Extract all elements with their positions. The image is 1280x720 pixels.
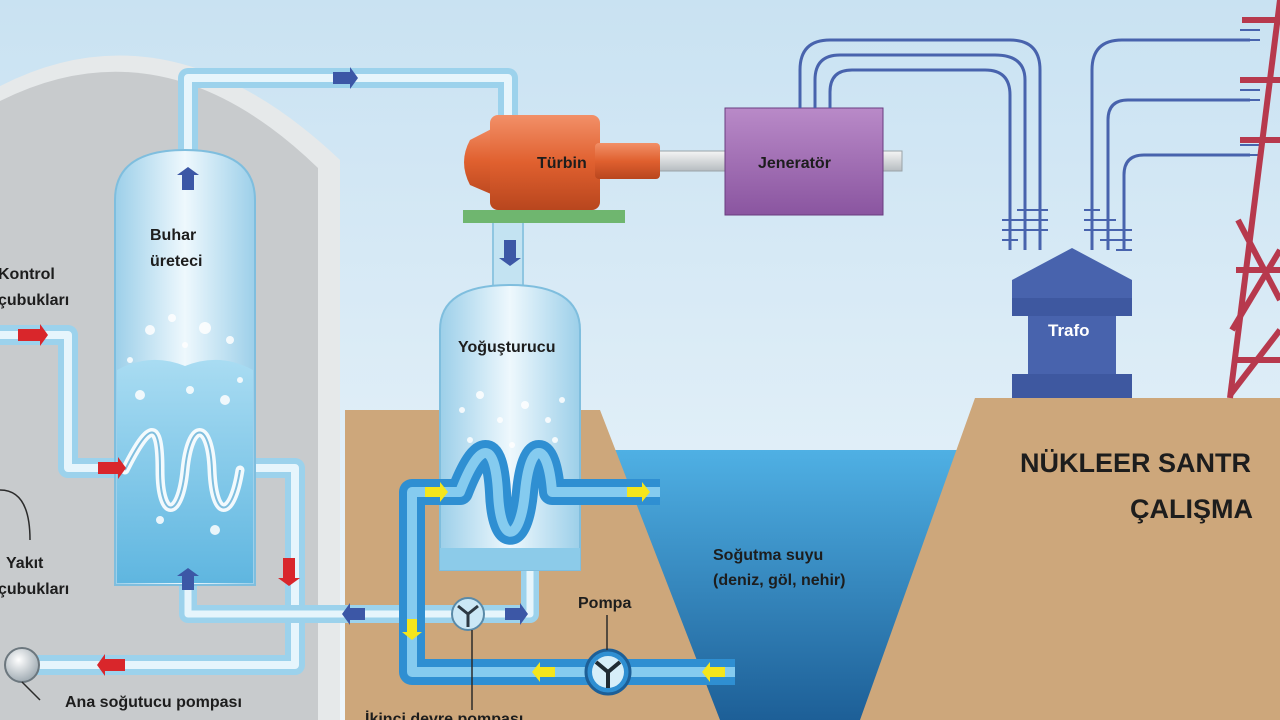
label-control-rods-line2: çubukları xyxy=(0,292,69,309)
generator xyxy=(724,107,884,216)
label-fuel-rods-line2: çubukları xyxy=(0,581,69,598)
power-lines-pylon xyxy=(1090,38,1250,250)
title-line2: ÇALIŞMA xyxy=(1130,494,1253,524)
label-cooling-water-line2: (deniz, göl, nehir) xyxy=(713,572,845,589)
ground-right xyxy=(860,398,1280,720)
insulators xyxy=(1002,29,1260,251)
leader-lines xyxy=(0,489,608,710)
label-secondary-pump: İkinci devre pompası xyxy=(365,710,523,720)
label-transformer: Trafo xyxy=(1048,321,1090,340)
label-generator: Jeneratör xyxy=(758,155,831,172)
turbine-base xyxy=(463,210,625,223)
pylon xyxy=(1227,0,1280,399)
label-cooling-pump: Pompa xyxy=(578,595,631,612)
label-main-coolant-pump: Ana soğutucu pompası xyxy=(65,694,242,711)
main-coolant-pump xyxy=(4,647,40,683)
label-turbine: Türbin xyxy=(537,155,587,172)
secondary-circuit-pump xyxy=(451,597,485,631)
label-fuel-rods-line1: Yakıt xyxy=(6,555,44,572)
turbine xyxy=(464,115,660,210)
cooling-pump xyxy=(584,648,632,696)
flow-arrows xyxy=(18,67,725,682)
label-cooling-water-line1: Soğutma suyu xyxy=(713,547,823,564)
label-steam-generator-line1: Buhar xyxy=(150,227,196,244)
transformer xyxy=(1012,248,1132,398)
label-condenser: Yoğuşturucu xyxy=(458,339,555,356)
steam-generator xyxy=(114,148,256,586)
power-lines-generator xyxy=(798,38,1042,250)
title-line1: NÜKLEER SANTR xyxy=(1020,448,1251,478)
label-control-rods-line1: Kontrol xyxy=(0,266,55,283)
label-steam-generator-line2: üreteci xyxy=(150,253,202,270)
